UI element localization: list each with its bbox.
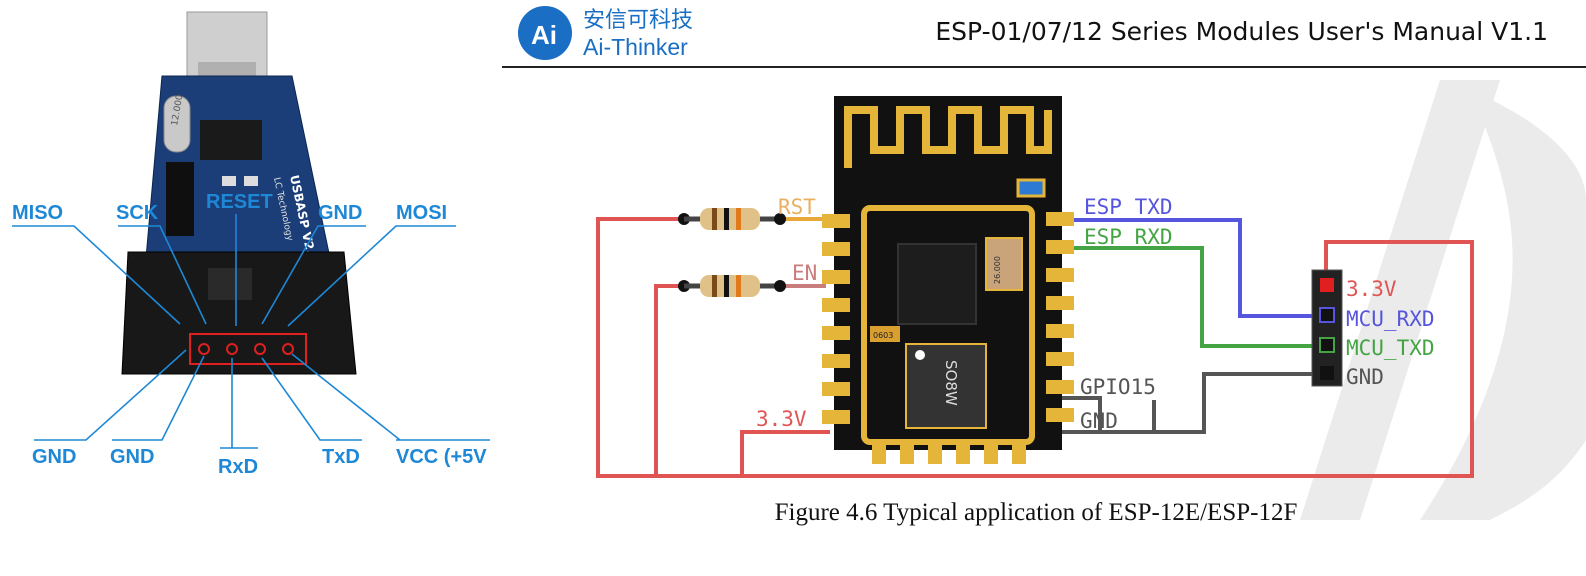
label-mcu-txd: MCU_TXD [1346, 336, 1435, 360]
pcb-antenna [844, 106, 1052, 168]
usbasp-mcu [200, 120, 262, 160]
pin-label-reset: RESET [206, 191, 273, 213]
label-mcu-gnd: GND [1346, 365, 1384, 389]
logo-en: Ai-Thinker [583, 34, 688, 60]
label-gpio15: GPIO15 [1080, 375, 1156, 399]
pin-circle [198, 343, 210, 355]
pin-label-gnd-top: GND [318, 202, 362, 224]
manual-title: ESP-01/07/12 Series Modules User's Manua… [935, 17, 1548, 46]
resistor-en [678, 275, 786, 297]
arrow-gnd-top [261, 225, 366, 325]
pin-label-sck: SCK [116, 202, 159, 224]
arrow-rxd [220, 358, 258, 449]
arrow-mosi [287, 225, 456, 327]
arrow-miso [12, 225, 181, 325]
manual-figure: Ai 安信可科技 Ai-Thinker ESP-01/07/12 Series … [502, 6, 1586, 526]
pin-highlight-box [189, 333, 307, 365]
manual-page: Ai 安信可科技 Ai-Thinker ESP-01/07/12 Series … [500, 0, 1586, 572]
flash-label: SO8W [942, 360, 960, 406]
wire-vcc-outer [596, 217, 1474, 478]
wire-3v3 [740, 430, 830, 476]
pin-circle [254, 343, 266, 355]
arrow-gnd-2 [112, 355, 205, 441]
label-3v3: 3.3V [756, 407, 807, 431]
led [244, 176, 258, 186]
pin-circles [198, 343, 294, 355]
logo-mark: Ai [531, 20, 557, 50]
idc-connector [121, 251, 357, 375]
castellated-pins-bottom [872, 440, 1026, 464]
castellated-pins-right [1046, 212, 1074, 422]
label-esp-rxd: ESP_RXD [1084, 225, 1173, 249]
arrow-txd [261, 357, 362, 441]
pin-label-mosi: MOSI [396, 202, 447, 224]
led [222, 176, 236, 186]
header-pin-txd [1319, 337, 1335, 353]
smd-label: 0603 [873, 331, 893, 340]
jumper [166, 162, 194, 236]
pin-label-gnd-1: GND [32, 446, 76, 468]
pin-label-vcc: VCC (+5V [396, 446, 487, 468]
usbasp-illustration: 12.000 USBASP V2.0 LC Technology MISO SC… [0, 0, 500, 572]
label-rst: RST [778, 195, 816, 219]
pin-label-miso: MISO [12, 202, 63, 224]
label-mcu-rxd: MCU_RXD [1346, 307, 1435, 331]
crystal-26mhz [985, 237, 1023, 291]
wire-gnd [1060, 400, 1156, 434]
shield-outline [861, 205, 1035, 445]
wire-rxd [1060, 246, 1326, 348]
esp12-module: 26.000 0603 SO8W [822, 96, 1074, 464]
wire-txd [1060, 218, 1326, 318]
pin-label-rxd: RxD [218, 456, 258, 478]
header-pin-vcc [1320, 278, 1334, 292]
pin-label-txd: TxD [322, 446, 360, 468]
logo-cn: 安信可科技 [583, 8, 693, 33]
label-en: EN [792, 261, 817, 285]
arrow-vcc [291, 353, 490, 441]
usbasp-diagram: 12.000 USBASP V2.0 LC Technology MISO SC… [12, 11, 490, 478]
header: Ai 安信可科技 Ai-Thinker ESP-01/07/12 Series … [502, 6, 1586, 68]
wires [596, 217, 1474, 478]
smd-led [1016, 178, 1046, 198]
arrow-gnd-1 [34, 349, 187, 441]
logo-icon [518, 6, 572, 60]
esp8266-chip [897, 243, 977, 325]
crystal [163, 95, 191, 153]
mcu-header [1311, 269, 1343, 387]
pin-label-gnd-2: GND [110, 446, 154, 468]
smd-0603 [870, 326, 900, 342]
label-gnd: GND [1080, 409, 1118, 433]
resistor-rst [678, 208, 786, 230]
pin-circle [226, 343, 238, 355]
pin-circle [282, 343, 294, 355]
annotation-lines [12, 214, 490, 449]
usb-plug-contacts [198, 62, 256, 76]
connector-key [208, 268, 252, 300]
header-pin-rxd [1319, 307, 1335, 323]
watermark [1300, 80, 1586, 520]
figure-caption: Figure 4.6 Typical application of ESP-12… [775, 499, 1298, 526]
arrow-sck [118, 225, 207, 325]
label-mcu-3v3: 3.3V [1346, 277, 1397, 301]
header-pin-gnd [1320, 366, 1334, 380]
label-esp-txd: ESP_TXD [1084, 195, 1173, 219]
castellated-pins-left [822, 214, 850, 424]
wire-en-vcc [654, 284, 684, 476]
module-crystal-label: 26.000 [993, 256, 1002, 284]
pin1-dot [915, 350, 925, 360]
